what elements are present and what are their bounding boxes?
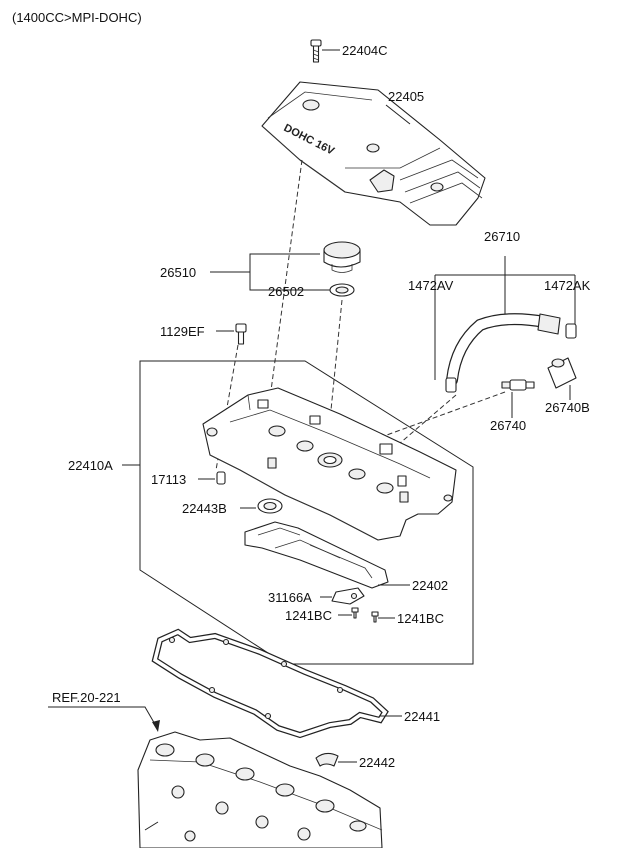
callout-22410a: 22410A <box>68 458 113 473</box>
callout-31166a: 31166A <box>268 590 312 605</box>
callout-ref: REF.20-221 <box>52 690 121 705</box>
callout-1472av: 1472AV <box>408 278 454 293</box>
callout-1472ak: 1472AK <box>544 278 591 293</box>
callout-22405: 22405 <box>388 89 424 104</box>
seal-22443b <box>257 498 283 514</box>
alignment-line-pcv <box>377 394 457 463</box>
callout-1129ef: 1129EF <box>160 324 205 339</box>
callout-22443b: 22443B <box>182 501 227 516</box>
leader-ref <box>48 706 157 727</box>
hose-clamp-1472ak <box>565 323 577 339</box>
bolt-22404c <box>310 39 322 63</box>
screw-1241bc-left <box>351 607 359 619</box>
callout-26710: 26710 <box>484 229 520 244</box>
screw-1241bc-right <box>371 611 379 623</box>
bracket-31166a <box>331 587 365 605</box>
ref-arrow-icon <box>152 720 160 732</box>
cylinder-head-ref <box>137 731 383 848</box>
seal-22442 <box>315 752 339 767</box>
callout-26502: 26502 <box>268 284 304 299</box>
pcv-valve-26740 <box>501 379 535 391</box>
callout-22402: 22402 <box>412 578 448 593</box>
callout-1241bc-left: 1241BC <box>285 608 332 623</box>
diagram-header: (1400CC>MPI-DOHC) <box>12 10 142 25</box>
callout-1241bc-right: 1241BC <box>397 611 444 626</box>
callout-22441: 22441 <box>404 709 440 724</box>
assembly-frame-22410a <box>139 360 474 665</box>
callout-22442: 22442 <box>359 755 395 770</box>
callout-26740b: 26740B <box>545 400 590 415</box>
callout-26510: 26510 <box>160 265 196 280</box>
callout-22404c: 22404C <box>342 43 388 58</box>
callout-26740: 26740 <box>490 418 526 433</box>
gasket-22441 <box>151 628 389 739</box>
rocker-cover-22410a <box>202 387 457 541</box>
leader-22405 <box>385 104 411 125</box>
engine-cover-22405: DOHC 16V <box>261 81 486 226</box>
bolt-1129ef <box>235 323 247 345</box>
pcv-hose-26740b <box>547 357 577 389</box>
plug-17113 <box>216 471 226 485</box>
cap-seal-26502 <box>329 283 355 297</box>
alignment-line-cap <box>325 299 343 461</box>
callout-17113: 17113 <box>151 472 186 487</box>
oil-filler-cap-26510 <box>323 241 361 273</box>
alignment-line-cover <box>269 159 303 399</box>
hose-clamp-1472av <box>445 377 457 393</box>
breather-hose-26710 <box>446 313 561 386</box>
